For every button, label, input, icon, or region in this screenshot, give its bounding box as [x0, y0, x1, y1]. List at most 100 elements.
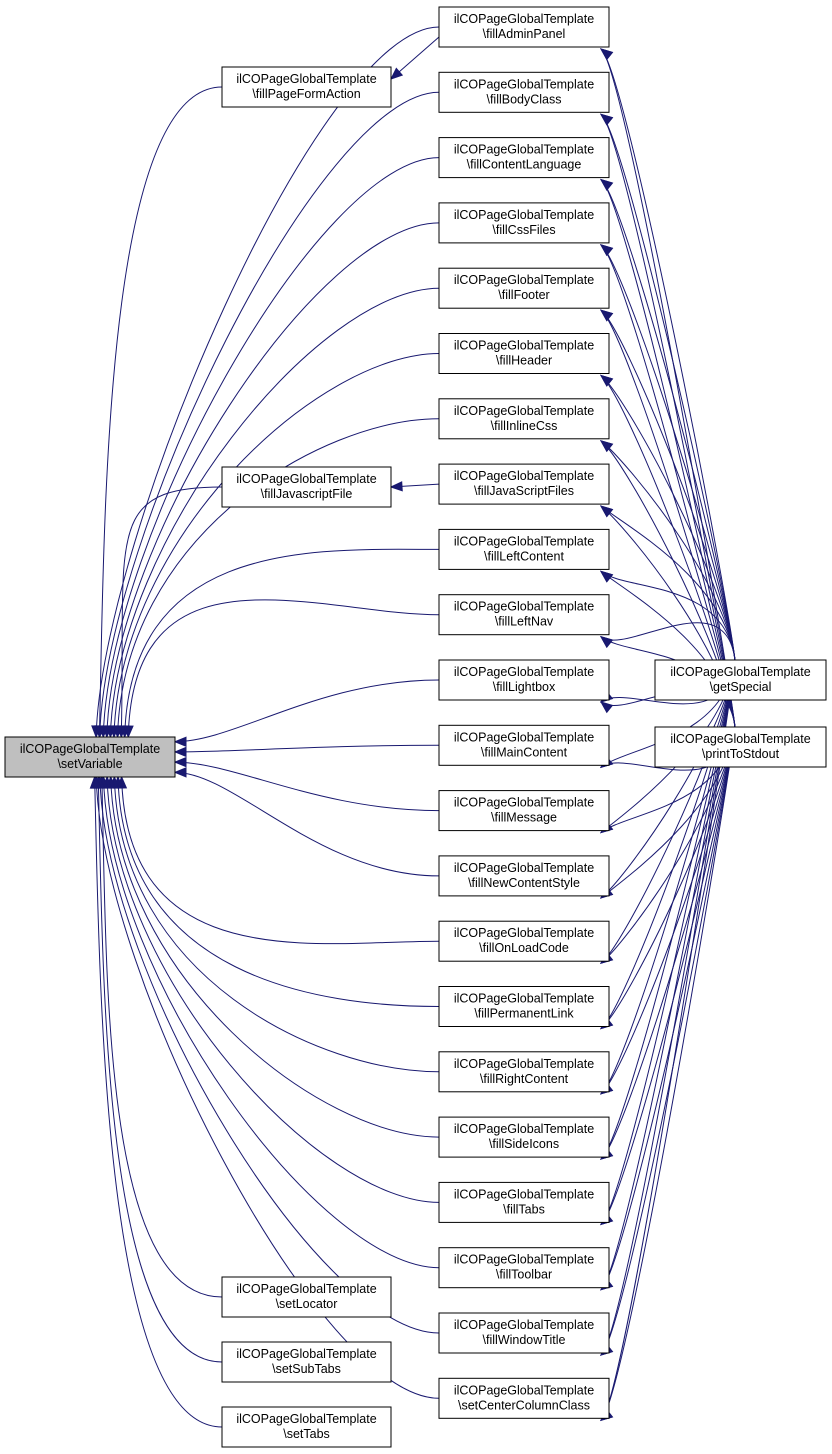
node-method-label: \fillLeftNav: [495, 615, 554, 629]
node-fill-new-content-style[interactable]: ilCOPageGlobalTemplate\fillNewContentSty…: [438, 855, 610, 897]
node-fill-footer[interactable]: ilCOPageGlobalTemplate\fillFooter: [438, 267, 610, 309]
node-class-label: ilCOPageGlobalTemplate: [454, 339, 594, 353]
edge-set-variable-to-fill-message: [173, 756, 440, 812]
edge-line: [600, 48, 736, 661]
node-method-label: \fillFooter: [498, 288, 549, 302]
node-box: [221, 466, 392, 508]
edge-line: [174, 744, 440, 753]
node-box: [438, 202, 610, 244]
edge-arrowhead: [599, 309, 614, 322]
node-method-label: \setSubTabs: [272, 1362, 341, 1376]
node-class-label: ilCOPageGlobalTemplate: [20, 742, 160, 756]
node-class-label: ilCOPageGlobalTemplate: [454, 665, 594, 679]
edge-arrowhead: [599, 570, 614, 583]
node-box: [438, 594, 610, 636]
node-fill-header[interactable]: ilCOPageGlobalTemplate\fillHeader: [438, 333, 610, 374]
node-set-sub-tabs[interactable]: ilCOPageGlobalTemplate\setSubTabs: [221, 1341, 392, 1383]
node-class-label: ilCOPageGlobalTemplate: [454, 861, 594, 875]
edge-line: [600, 659, 736, 1356]
edge-line: [174, 679, 440, 743]
node-method-label: \setCenterColumnClass: [458, 1398, 590, 1412]
node-fill-right-content[interactable]: ilCOPageGlobalTemplate\fillRightContent: [438, 1051, 610, 1093]
node-fill-window-title[interactable]: ilCOPageGlobalTemplate\fillWindowTitle: [438, 1312, 610, 1354]
edge-line: [174, 771, 440, 877]
edge-line: [600, 659, 736, 1291]
node-box: [438, 398, 610, 440]
node-fill-page-form-action[interactable]: ilCOPageGlobalTemplate\fillPageFormActio…: [221, 66, 392, 108]
edge-arrowhead: [390, 67, 404, 80]
node-class-label: ilCOPageGlobalTemplate: [454, 1383, 594, 1397]
edge-arrowhead: [599, 178, 614, 191]
edge-arrowhead: [173, 746, 187, 758]
node-set-center-column-class[interactable]: ilCOPageGlobalTemplate\setCenterColumnCl…: [438, 1377, 610, 1419]
node-fill-side-icons[interactable]: ilCOPageGlobalTemplate\fillSideIcons: [438, 1116, 610, 1158]
node-fill-message[interactable]: ilCOPageGlobalTemplate\fillMessage: [438, 790, 610, 832]
edge-line: [600, 244, 736, 661]
edge-arrowhead: [112, 725, 124, 739]
node-box: [438, 724, 610, 766]
node-method-label: \setTabs: [283, 1427, 330, 1441]
edge-arrowhead: [173, 756, 187, 768]
node-method-label: \fillHeader: [496, 354, 552, 368]
node-box: [438, 1116, 610, 1158]
edge-line: [600, 113, 736, 661]
edge-line: [600, 726, 736, 1421]
node-box: [4, 736, 176, 778]
edge-line: [95, 26, 440, 738]
edge-line: [600, 659, 736, 1029]
edge-line: [600, 571, 736, 661]
node-class-label: ilCOPageGlobalTemplate: [454, 143, 594, 157]
node-fill-javascript-file[interactable]: ilCOPageGlobalTemplate\fillJavascriptFil…: [221, 466, 392, 508]
node-fill-lightbox[interactable]: ilCOPageGlobalTemplate\fillLightbox: [438, 659, 610, 701]
node-method-label: \fillLightbox: [493, 680, 556, 694]
edge-arrowhead: [91, 775, 102, 789]
edge-line: [106, 776, 440, 1203]
node-set-locator[interactable]: ilCOPageGlobalTemplate\setLocator: [221, 1276, 392, 1318]
nodes-layer: ilCOPageGlobalTemplate\setVariableilCOPa…: [4, 6, 827, 1448]
edge-line: [600, 505, 736, 661]
node-class-label: ilCOPageGlobalTemplate: [454, 404, 594, 418]
edge-fill-left-content-to-print-to-stdout: [599, 570, 736, 728]
edge-set-variable-to-set-sub-tabs: [93, 775, 223, 1363]
node-class-label: ilCOPageGlobalTemplate: [236, 1347, 376, 1361]
node-set-variable[interactable]: ilCOPageGlobalTemplate\setVariable: [4, 736, 176, 778]
node-method-label: \fillTabs: [503, 1202, 545, 1216]
node-method-label: \fillBodyClass: [486, 92, 561, 106]
node-method-label: \fillInlineCss: [491, 419, 558, 433]
node-set-tabs[interactable]: ilCOPageGlobalTemplate\setTabs: [221, 1406, 392, 1448]
node-fill-body-class[interactable]: ilCOPageGlobalTemplate\fillBodyClass: [438, 71, 610, 113]
node-fill-content-language[interactable]: ilCOPageGlobalTemplate\fillContentLangua…: [438, 137, 610, 179]
node-fill-on-load-code[interactable]: ilCOPageGlobalTemplate\fillOnLoadCode: [438, 920, 610, 962]
node-class-label: ilCOPageGlobalTemplate: [236, 1412, 376, 1426]
node-fill-admin-panel[interactable]: ilCOPageGlobalTemplate\fillAdminPanel: [438, 6, 610, 48]
node-fill-main-content[interactable]: ilCOPageGlobalTemplate\fillMainContent: [438, 724, 610, 766]
node-method-label: \fillOnLoadCode: [479, 941, 569, 955]
node-box: [221, 1341, 392, 1383]
edge-arrowhead: [599, 635, 614, 648]
node-fill-inline-css[interactable]: ilCOPageGlobalTemplate\fillInlineCss: [438, 398, 610, 440]
node-box: [438, 528, 610, 570]
node-class-label: ilCOPageGlobalTemplate: [454, 12, 594, 26]
node-class-label: ilCOPageGlobalTemplate: [454, 1253, 594, 1267]
edge-set-variable-to-fill-javascript-file: [116, 486, 223, 739]
node-class-label: ilCOPageGlobalTemplate: [454, 796, 594, 810]
node-box: [438, 267, 610, 309]
node-fill-tabs[interactable]: ilCOPageGlobalTemplate\fillTabs: [438, 1181, 610, 1223]
node-method-label: \fillRightContent: [480, 1072, 569, 1086]
node-box: [438, 659, 610, 701]
node-fill-left-content[interactable]: ilCOPageGlobalTemplate\fillLeftContent: [438, 528, 610, 570]
node-print-to-stdout[interactable]: ilCOPageGlobalTemplate\printToStdout: [654, 726, 827, 768]
edge-arrowhead: [389, 481, 403, 492]
node-method-label: \getSpecial: [710, 680, 772, 694]
edge-fill-page-form-action-to-fill-admin-panel: [390, 36, 440, 80]
node-fill-java-script-files[interactable]: ilCOPageGlobalTemplate\fillJavaScriptFil…: [438, 463, 610, 505]
node-fill-css-files[interactable]: ilCOPageGlobalTemplate\fillCssFiles: [438, 202, 610, 244]
node-class-label: ilCOPageGlobalTemplate: [236, 72, 376, 86]
node-fill-left-nav[interactable]: ilCOPageGlobalTemplate\fillLeftNav: [438, 594, 610, 636]
edge-line: [600, 440, 736, 661]
node-box: [438, 855, 610, 897]
edge-arrowhead: [123, 725, 134, 739]
node-fill-toolbar[interactable]: ilCOPageGlobalTemplate\fillToolbar: [438, 1247, 610, 1289]
node-get-special[interactable]: ilCOPageGlobalTemplate\getSpecial: [654, 659, 827, 701]
node-fill-permanent-link[interactable]: ilCOPageGlobalTemplate\fillPermanentLink: [438, 986, 610, 1027]
